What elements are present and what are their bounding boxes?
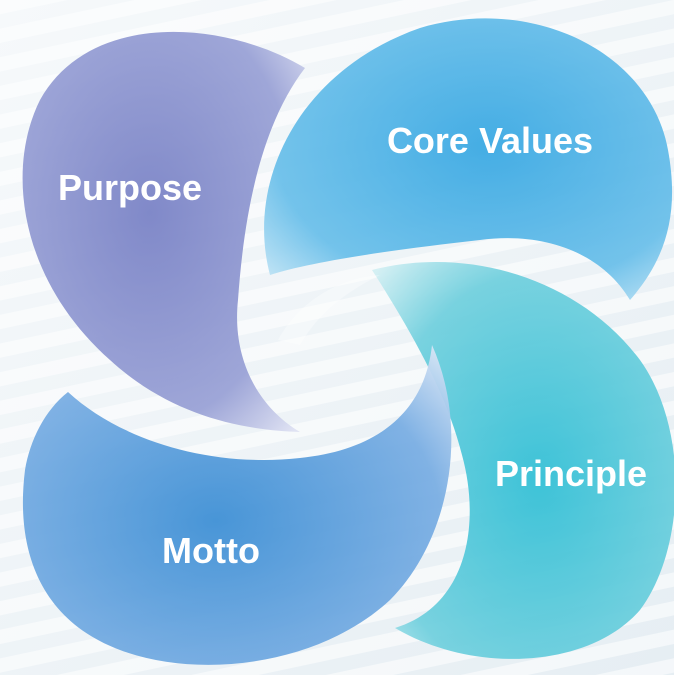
- petal-principle: [372, 262, 674, 659]
- label-core-values: Core Values: [387, 120, 593, 161]
- label-principle: Principle: [495, 453, 647, 494]
- petal-core-values: [264, 18, 673, 301]
- petal-motto: [22, 345, 452, 665]
- label-purpose: Purpose: [58, 167, 202, 208]
- label-motto: Motto: [162, 530, 260, 571]
- petal-purpose: [22, 31, 306, 432]
- center-swirl: [278, 275, 380, 345]
